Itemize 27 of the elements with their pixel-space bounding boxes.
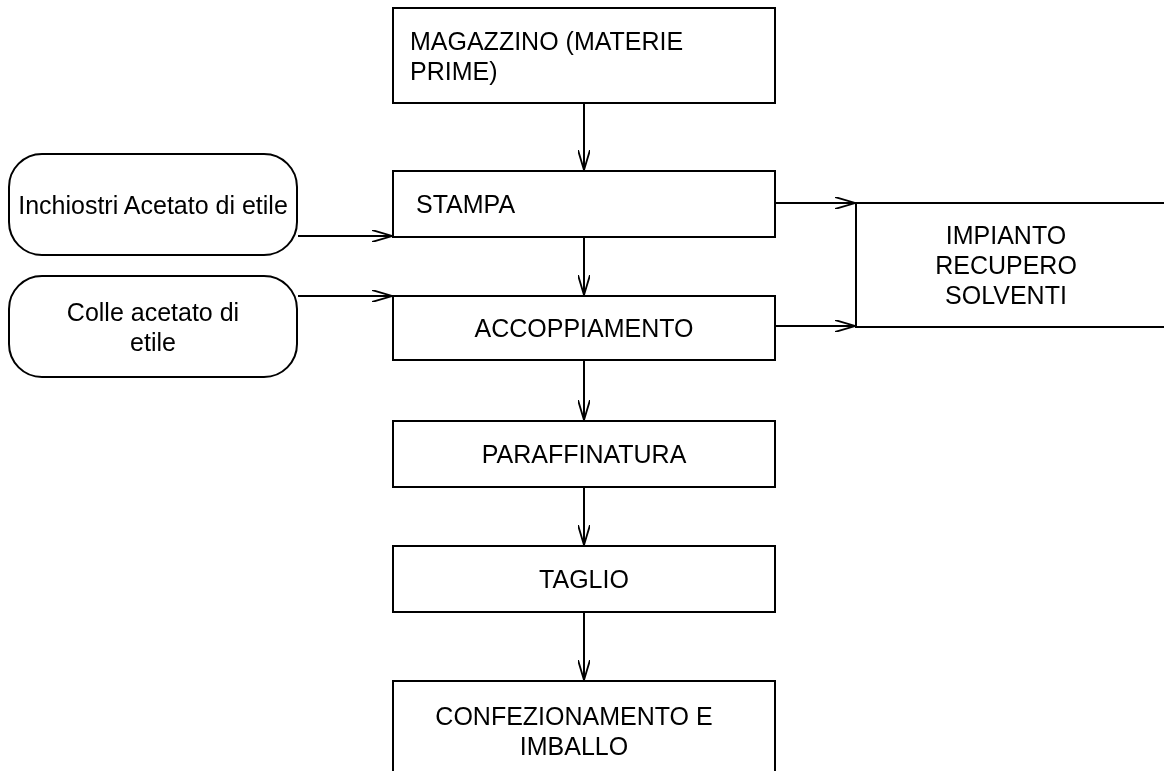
step-label: CONFEZIONAMENTO E IMBALLO (434, 701, 714, 761)
step-label: IMPIANTO RECUPERO SOLVENTI (934, 220, 1078, 310)
step-label: ACCOPPIAMENTO (474, 313, 694, 343)
arrow (297, 289, 393, 303)
arrow (577, 612, 591, 681)
input-terminal (8, 275, 298, 378)
step-label: STAMPA (416, 189, 516, 219)
arrow (775, 319, 856, 333)
process-box (392, 420, 776, 488)
arrow (577, 237, 591, 296)
recovery-plant-box (855, 202, 1164, 328)
arrow (577, 103, 591, 171)
step-label: TAGLIO (539, 564, 629, 594)
process-box (392, 7, 776, 104)
input-terminal (8, 153, 298, 256)
arrow (775, 196, 856, 210)
process-box (392, 295, 776, 361)
arrow (577, 360, 591, 421)
step-label: Inchiostri Acetato di etile (18, 189, 288, 220)
process-box (392, 170, 776, 238)
arrow (577, 487, 591, 546)
step-label: PARAFFINATURA (481, 439, 687, 469)
arrow (297, 229, 393, 243)
step-label: Colle acetato di etile (65, 296, 241, 357)
process-box (392, 545, 776, 613)
process-box (392, 680, 776, 771)
step-label: MAGAZZINO (MATERIE PRIME) (410, 25, 685, 86)
